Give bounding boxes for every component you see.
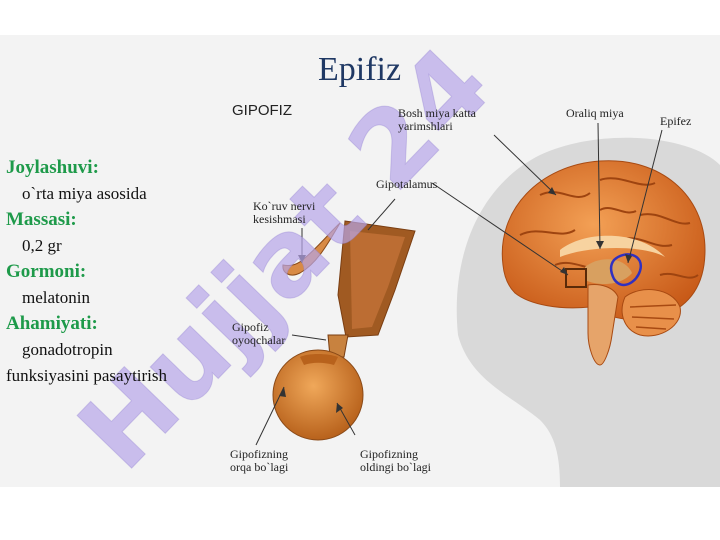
optic-chiasm <box>282 222 341 276</box>
brainstem <box>587 284 619 366</box>
epiphysis-marker <box>609 253 643 287</box>
location-value: o`rta miya asosida <box>22 184 147 203</box>
hormone-heading: Gormoni: <box>6 261 87 282</box>
gipofiz-heading: GIPOFIZ <box>232 102 292 119</box>
pituitary-stalk <box>327 334 349 358</box>
slide-title: Epifiz <box>318 51 402 88</box>
pituitary-gland <box>272 349 364 441</box>
significance-heading: Ahamiyati: <box>6 313 98 334</box>
significance-value-line2: funksiyasini pasaytirish <box>6 366 168 385</box>
significance-value: gonadotropin <box>22 340 113 359</box>
epiphysis-label: Epifez <box>660 114 692 128</box>
diencephalon-label: Oraliq miya <box>566 106 624 120</box>
mass-heading: Massasi: <box>6 209 77 230</box>
corpus-callosum <box>560 235 665 257</box>
illustration: Hujjat 24 <box>55 35 720 487</box>
cerebrum-label: Bosh miya katta yarimshlari <box>398 106 476 133</box>
leader-arrowheads <box>279 187 632 413</box>
diencephalon <box>585 259 632 285</box>
location-heading: Joylashuvi: <box>6 157 99 178</box>
stalk-label: Gipofiz oyoqchalar <box>232 320 286 347</box>
hormone-value: melatonin <box>22 288 90 307</box>
brain-illustration <box>501 160 706 366</box>
mass-value: 0,2 gr <box>22 236 62 255</box>
hypothalamus-label: Gipotalamus <box>376 177 438 191</box>
hypothalamus-marker <box>565 268 587 288</box>
pituitary-illustration <box>272 220 416 441</box>
cerebellum <box>621 289 681 337</box>
info-block: Joylashuvi: o`rta miya asosida Massasi: … <box>6 155 167 389</box>
slide: Hujjat 24 Epifiz GIPOFIZ Joylashuvi: o`r… <box>0 35 720 487</box>
posterior-lobe-label: Gipofizning orqa bo`lagi <box>230 447 289 474</box>
anterior-lobe-label: Gipofizning oldingi bo`lagi <box>360 447 431 474</box>
optic-chiasm-label: Ko`ruv nervi kesishmasi <box>253 199 316 226</box>
